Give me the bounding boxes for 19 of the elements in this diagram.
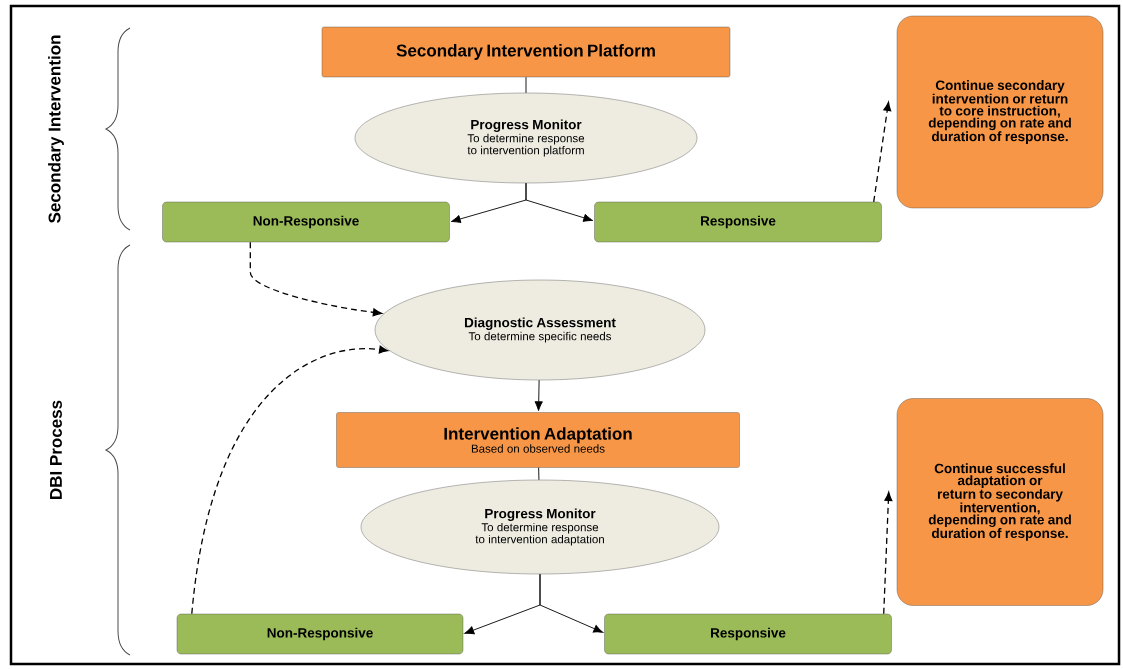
section-label: DBI Process bbox=[50, 400, 62, 499]
arrow bbox=[534, 379, 543, 412]
outcome-box: Responsive bbox=[594, 201, 882, 243]
arrow bbox=[191, 345, 389, 615]
outcome-box: Responsive bbox=[604, 613, 892, 655]
outcome-box: Non-Responsive bbox=[176, 613, 464, 655]
note-box: Continue successful adaptation or return to secondary intervention, depending on rate and duration of response. bbox=[896, 398, 1104, 606]
note-box: Continue secondary intervention or return to core instruction, depending on rate and duration of response. bbox=[896, 15, 1104, 209]
process-box: Secondary Intervention Platform bbox=[321, 26, 731, 78]
arrow bbox=[539, 573, 604, 633]
process-box: Intervention Adaptation Based on observed needs bbox=[336, 412, 740, 468]
arrow bbox=[873, 101, 892, 203]
section-label: Secondary Intervention bbox=[48, 35, 64, 223]
connector-line bbox=[525, 76, 527, 94]
arrow bbox=[883, 491, 893, 615]
arrow bbox=[249, 241, 383, 317]
arrow bbox=[525, 182, 594, 222]
outcome-box: Non-Responsive bbox=[162, 201, 450, 243]
connector-line bbox=[538, 467, 540, 481]
